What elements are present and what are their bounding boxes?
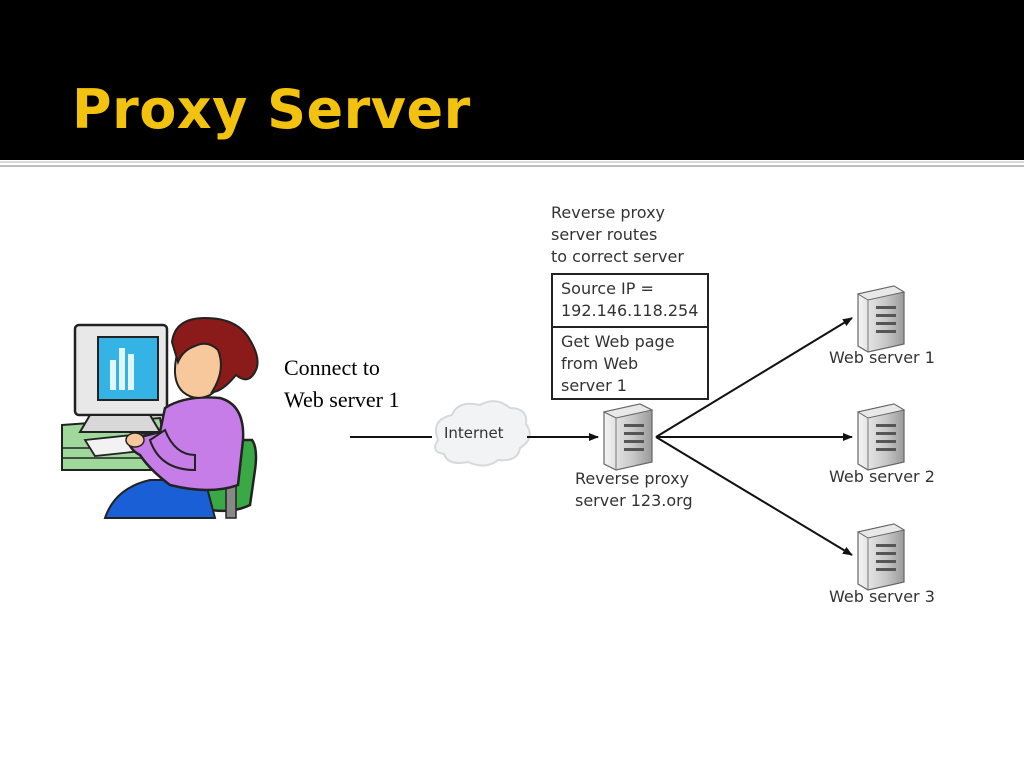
proxy-to-web-server-3-arrow (655, 436, 853, 556)
title-divider (0, 161, 1024, 167)
reverse-proxy-routing-note: Reverse proxy server routes to correct s… (551, 203, 684, 266)
title-bar (0, 0, 1024, 160)
web-server-2-label: Web server 2 (829, 467, 935, 486)
web-server-1-label: Web server 1 (829, 348, 935, 367)
source-ip-text: Source IP = 192.146.118.254 (561, 279, 699, 320)
web-server-2-icon (856, 403, 906, 471)
client-connect-label: Connect to Web server 1 (284, 355, 400, 412)
reverse-proxy-label: Reverse proxy server 123.org (575, 469, 693, 510)
internet-label: Internet (444, 424, 504, 442)
proxy-to-web-server-1-arrow (655, 317, 853, 438)
reverse-proxy-server-icon (602, 403, 654, 471)
client-illustration (61, 316, 259, 519)
request-info-box: Source IP = 192.146.118.254 Get Web page… (551, 273, 709, 400)
web-server-3-icon (856, 523, 906, 591)
request-text: Get Web page from Web server 1 (561, 332, 675, 395)
slide-title: Proxy Server (72, 78, 471, 141)
monitor-icon (73, 323, 169, 433)
web-server-3-label: Web server 3 (829, 587, 935, 606)
web-server-1-icon (856, 285, 906, 353)
info-box-divider (553, 326, 707, 328)
